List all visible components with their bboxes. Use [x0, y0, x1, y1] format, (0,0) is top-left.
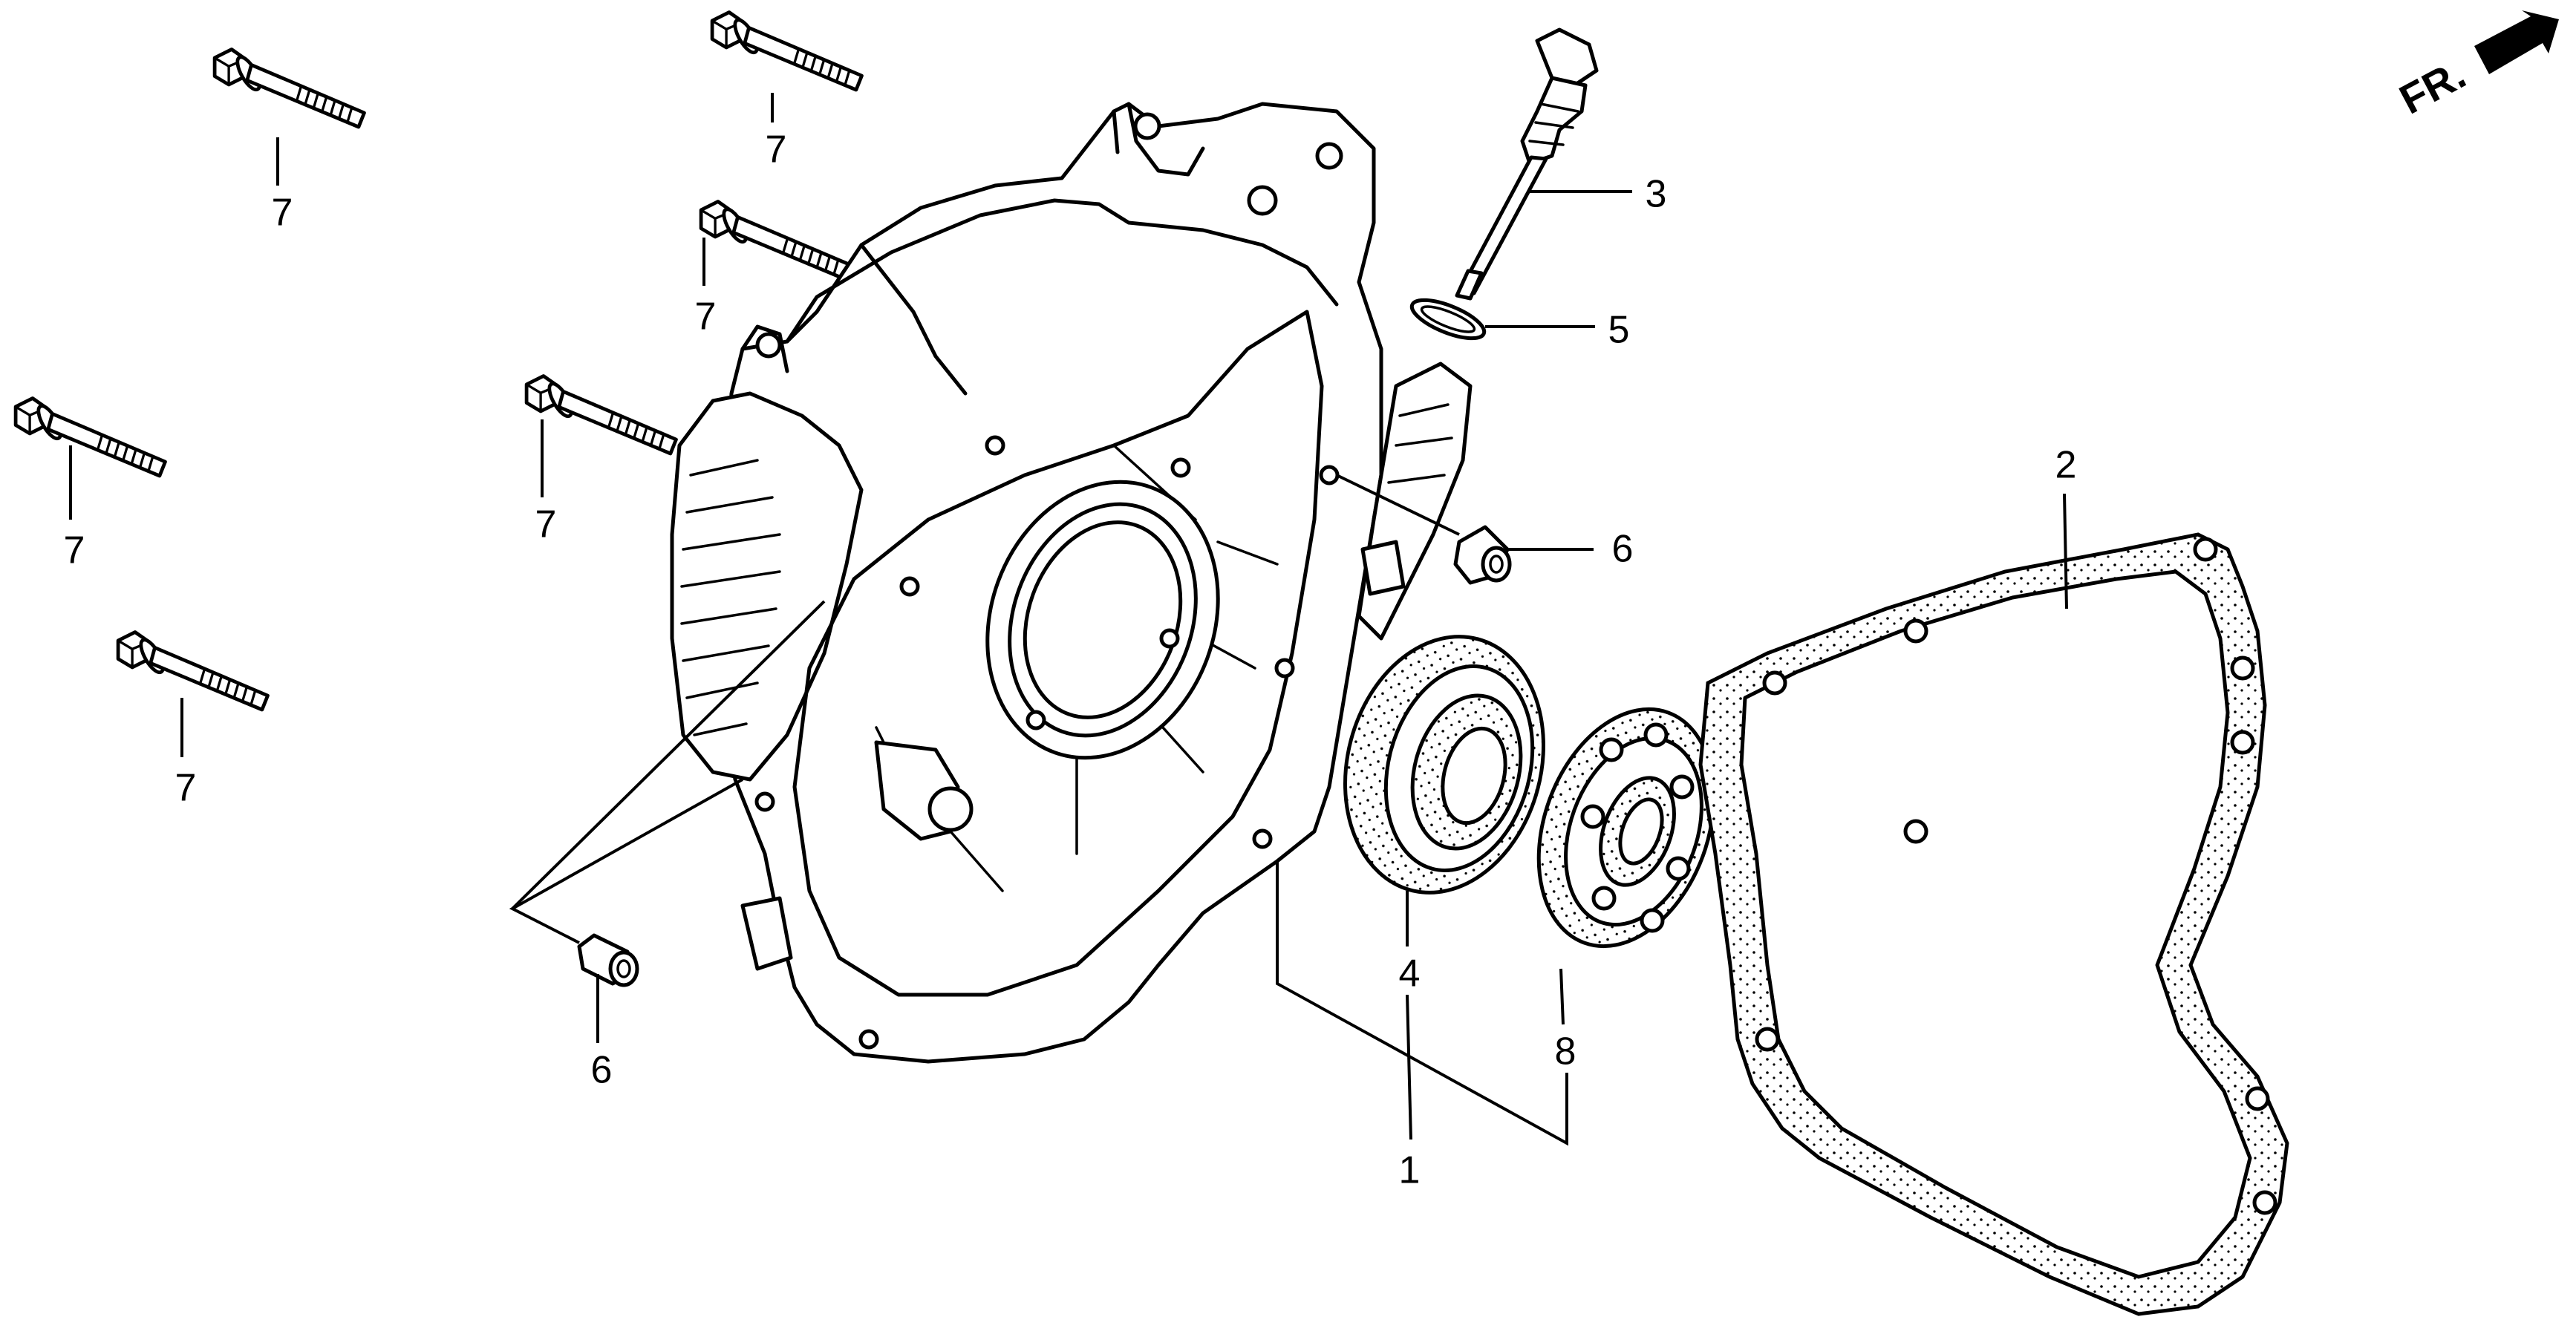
callout-7: 7 — [535, 503, 557, 546]
dowel-pin — [1453, 525, 1512, 585]
case-cover-gasket — [1698, 532, 2289, 1316]
callout-7: 7 — [695, 295, 717, 339]
callout-6: 6 — [591, 1049, 613, 1092]
front-direction-label: FR. — [2392, 50, 2473, 123]
front-direction-marker: FR. — [2392, 10, 2559, 123]
front-direction-arrow-icon — [2474, 10, 2559, 74]
flange-bolt — [215, 50, 364, 128]
callout-5: 5 — [1608, 309, 1630, 352]
o-ring — [1409, 298, 1487, 341]
callout-1: 1 — [1399, 1149, 1421, 1192]
callout-7: 7 — [175, 767, 197, 810]
flange-bolt — [526, 376, 676, 454]
callout-7: 7 — [272, 192, 293, 235]
flange-bolt — [701, 202, 850, 280]
callout-3: 3 — [1646, 173, 1667, 216]
case-cover — [670, 102, 1473, 1064]
callout-4: 4 — [1399, 952, 1421, 995]
callout-7: 7 — [766, 128, 787, 171]
callout-2: 2 — [2055, 444, 2077, 487]
callout-8: 8 — [1555, 1030, 1576, 1073]
flange-bolt — [118, 632, 267, 710]
oil-seal — [1343, 635, 1545, 895]
callout-7: 7 — [64, 529, 85, 572]
ball-bearing — [1536, 707, 1716, 949]
callout-6: 6 — [1612, 528, 1634, 571]
flange-bolt — [16, 399, 165, 477]
flange-bolt — [712, 12, 861, 90]
oil-level-gauge — [1455, 27, 1599, 301]
dowel-pin — [577, 933, 639, 987]
